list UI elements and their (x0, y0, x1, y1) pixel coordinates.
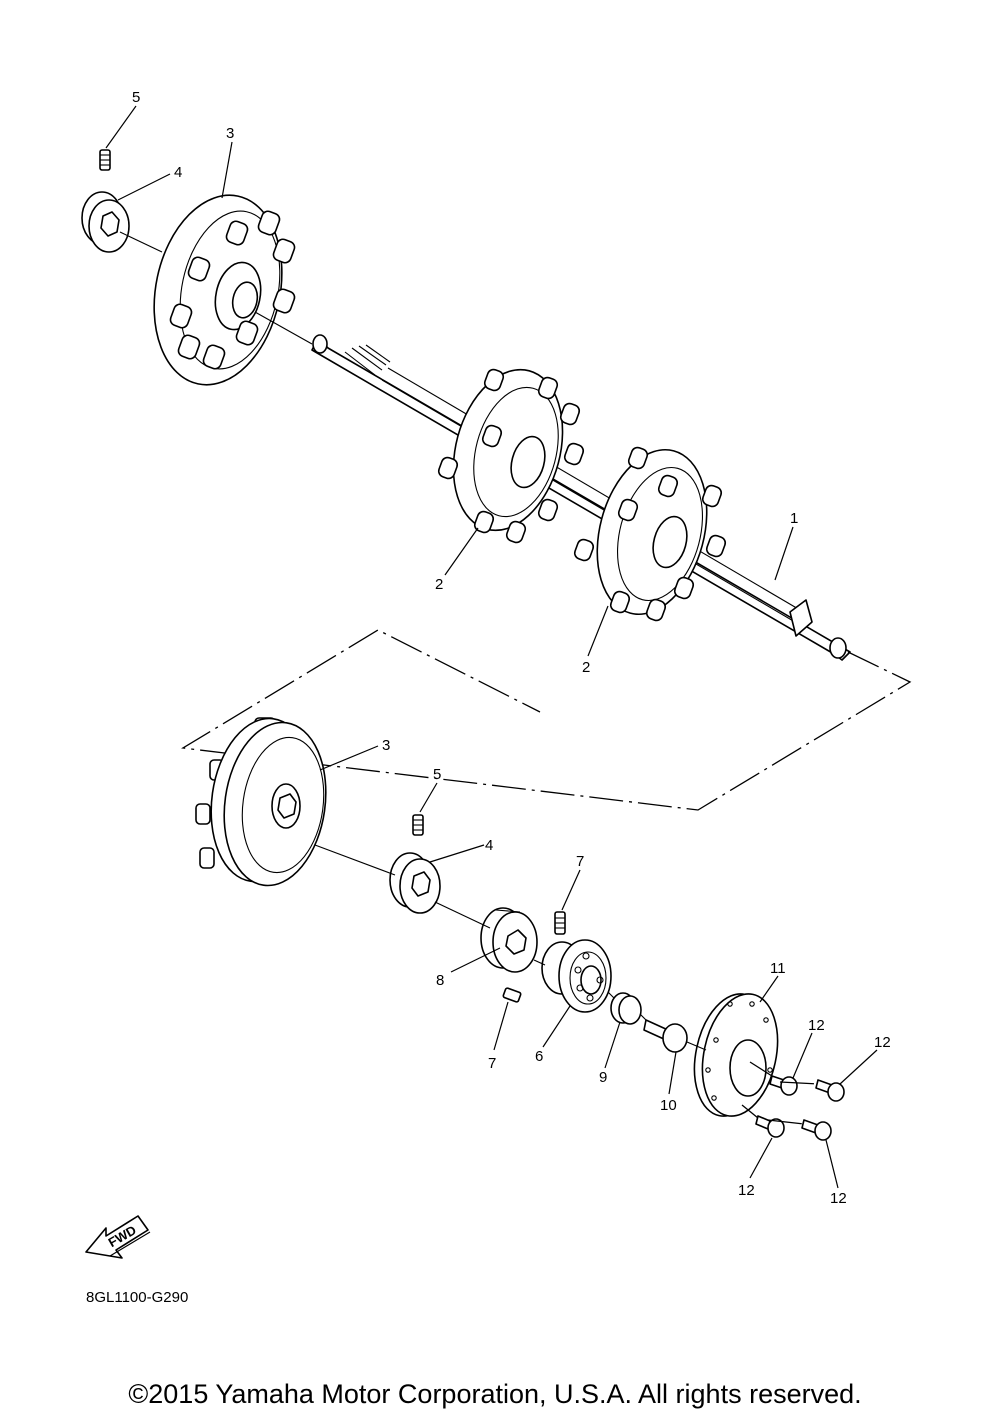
callout-2-middle: 2 (435, 576, 443, 593)
callout-5-upper: 5 (132, 89, 140, 106)
callout-7-lower: 7 (488, 1055, 496, 1072)
part-5-set-screw-upper (99, 149, 111, 171)
callout-8: 8 (436, 972, 444, 989)
bearing-housing-assembly (195, 717, 845, 1141)
part-12-bolt-b (815, 1079, 845, 1102)
part-11-housing-flange (693, 993, 779, 1117)
callout-4-upper: 4 (174, 164, 182, 181)
callout-6: 6 (535, 1048, 543, 1065)
leader-lines (105, 105, 878, 1189)
callout-labels: 5 3 4 1 2 2 3 5 4 7 8 7 6 9 10 11 12 12 … (132, 89, 891, 1207)
callout-1: 1 (790, 510, 798, 527)
callout-4-lower: 4 (485, 837, 493, 854)
part-12-bolt-d (801, 1119, 832, 1141)
part-6-bearing (541, 939, 612, 1013)
part-12-bolt-a (769, 1075, 798, 1096)
part-5-set-screw-lower (412, 814, 424, 836)
part-12-bolt-c (755, 1115, 785, 1138)
callout-12-b: 12 (874, 1034, 891, 1051)
fwd-arrow-icon: FWD (85, 1215, 151, 1259)
part-4-collar-upper (81, 191, 130, 253)
part-1-drive-shaft (311, 334, 851, 661)
part-2-sprocket-right (573, 446, 727, 622)
part-10-bolt (643, 1019, 688, 1053)
sprocket-teeth (169, 210, 296, 370)
copyright-notice: ©2015 Yamaha Motor Corporation, U.S.A. A… (128, 1379, 861, 1409)
part-2-sprocket-middle (437, 368, 585, 544)
callout-7-upper: 7 (576, 853, 584, 870)
callout-12-c: 12 (738, 1182, 755, 1199)
callout-11: 11 (770, 960, 786, 977)
part-3-idler-wheel-upper (153, 194, 296, 386)
callout-2-right: 2 (582, 659, 590, 676)
part-9-nut (610, 992, 642, 1025)
reference-box (181, 629, 912, 811)
part-4-collar-lower (389, 852, 441, 914)
part-7-set-screw-lower (502, 987, 522, 1003)
callout-10: 10 (660, 1097, 677, 1114)
callout-5-lower: 5 (433, 766, 441, 783)
callout-3-lower: 3 (382, 737, 390, 754)
part-3-idler-wheel-lower (195, 717, 327, 887)
part-8-bearing-holder (480, 907, 538, 973)
diagram-code: 8GL1100-G290 (86, 1289, 188, 1306)
callout-12-a: 12 (808, 1017, 825, 1034)
callout-3-upper: 3 (226, 125, 234, 142)
callout-9: 9 (599, 1069, 607, 1086)
drive-shaft-assembly (81, 149, 851, 661)
callout-12-d: 12 (830, 1190, 847, 1207)
part-7-set-screw-upper (554, 911, 566, 935)
